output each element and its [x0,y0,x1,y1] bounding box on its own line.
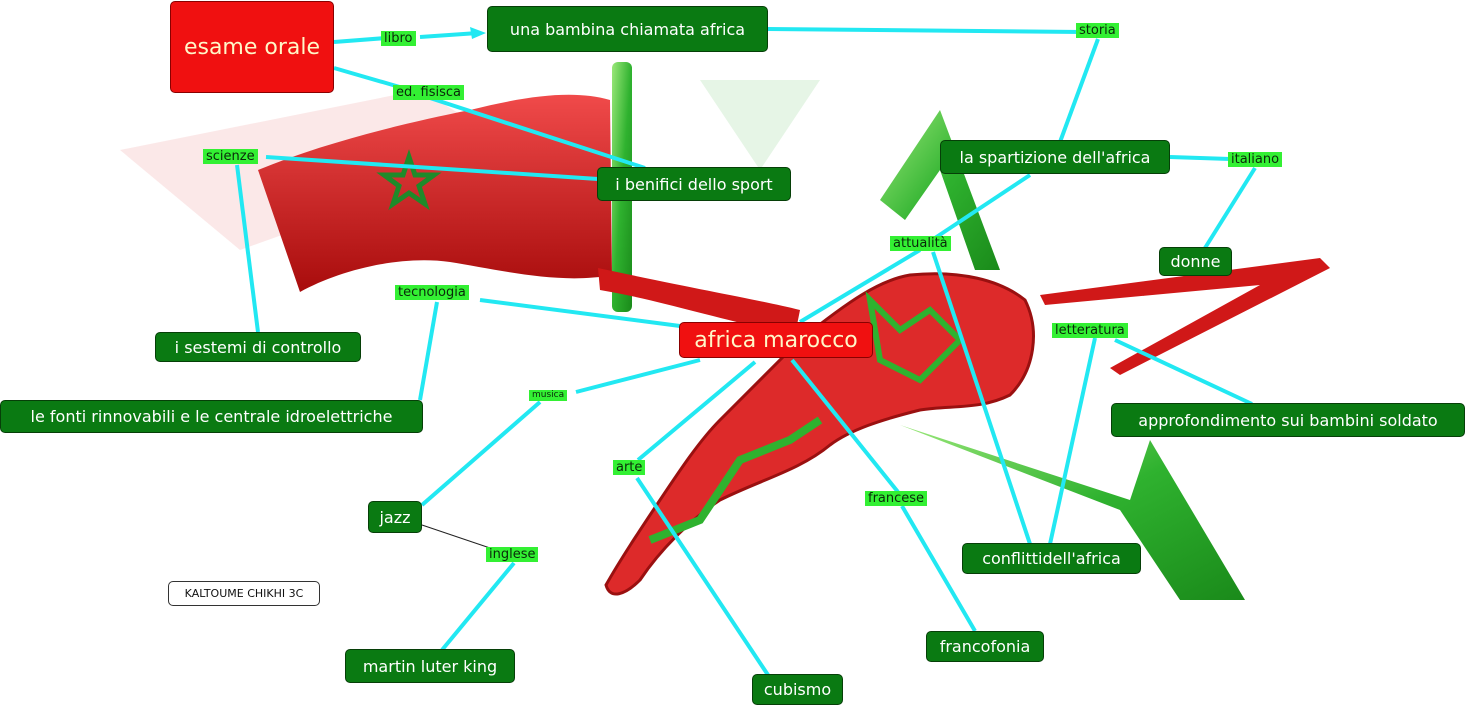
node-una-bambina-chiamata-africa[interactable]: una bambina chiamata africa [487,6,768,52]
node-donne[interactable]: donne [1159,247,1232,276]
line-letteratura-conflitti [1048,337,1097,545]
line-africa-francese [790,358,900,494]
node-jazz[interactable]: jazz [368,501,422,533]
link-label-italiano: italiano [1228,152,1283,167]
line-arte-cubismo [635,476,770,677]
link-label-storia: storia [1076,23,1119,38]
node-i-benifici-dello-sport[interactable]: i benifici dello sport [597,167,791,201]
node-cubismo[interactable]: cubismo [752,674,843,705]
line-bambina-storia [767,27,1083,34]
line-francese-francofonia [900,504,977,633]
line-italiano-donne [1203,166,1257,250]
node-martin-luter-king[interactable]: martin luter king [345,649,515,683]
line-africa-arte [636,360,757,462]
map-green-mark [865,291,965,384]
node-la-spartizione-dell-africa[interactable]: la spartizione dell'africa [940,140,1170,174]
node-francofonia[interactable]: francofonia [926,631,1044,662]
green-star [880,110,1245,600]
line-scienze-sestemi [235,164,260,333]
line-attualita-spartizione [933,173,1032,240]
red-star-arm-right [1040,258,1330,375]
line-tecnologia-fonti [418,301,439,401]
line-africa-attualita [798,248,922,324]
node-i-sestemi-di-controllo[interactable]: i sestemi di controllo [155,332,361,362]
node-africa-marocco[interactable]: africa marocco [679,322,873,358]
node-le-fonti-rinnovabili[interactable]: le fonti rinnovabili e le centrale idroe… [0,400,423,433]
arrow-head-bambina [470,27,486,39]
link-label-letteratura: letteratura [1052,323,1128,338]
link-label-musica: musica [529,390,568,401]
node-approfondimento-bambini-soldato[interactable]: approfondimento sui bambini soldato [1111,403,1465,437]
line-storia-spartizione [1058,38,1100,143]
red-star-arm-left [598,268,800,335]
line-attualita-conflitti [931,251,1032,545]
line-tecnologia-africa [479,298,681,328]
line-scienze-benifici [265,155,599,181]
moroccan-flag [258,94,612,292]
author-note[interactable]: KALTOUME CHIKHI 3C [168,581,320,606]
link-label-ed-fisica: ed. fisisca [393,85,464,100]
line-spartizione-italiano [1169,155,1231,161]
line-musica-jazz [420,400,542,507]
line-africa-musica [575,358,701,394]
line-esame-libro [333,36,387,44]
link-label-scienze: scienze [203,149,258,164]
line-libro-bambina [419,31,479,39]
link-label-arte: arte [613,460,646,475]
link-label-tecnologia: tecnologia [395,285,469,300]
line-letteratura-approf [1114,338,1253,406]
line-inglese-martin [440,561,516,652]
line-jazz-inglese [421,524,491,549]
link-label-francese: francese [865,491,928,506]
link-label-inglese: inglese [486,547,539,562]
flag-star-icon [376,149,442,211]
morocco-map [604,272,1035,596]
link-label-attualita: attualità [890,236,951,251]
line-edfisica-benifici [429,96,646,170]
link-label-libro: libro [381,31,416,46]
map-green-mark-2 [648,416,823,544]
node-esame-orale[interactable]: esame orale [170,1,334,93]
node-conflitti-dell-africa[interactable]: conflittidell'africa [962,543,1141,574]
